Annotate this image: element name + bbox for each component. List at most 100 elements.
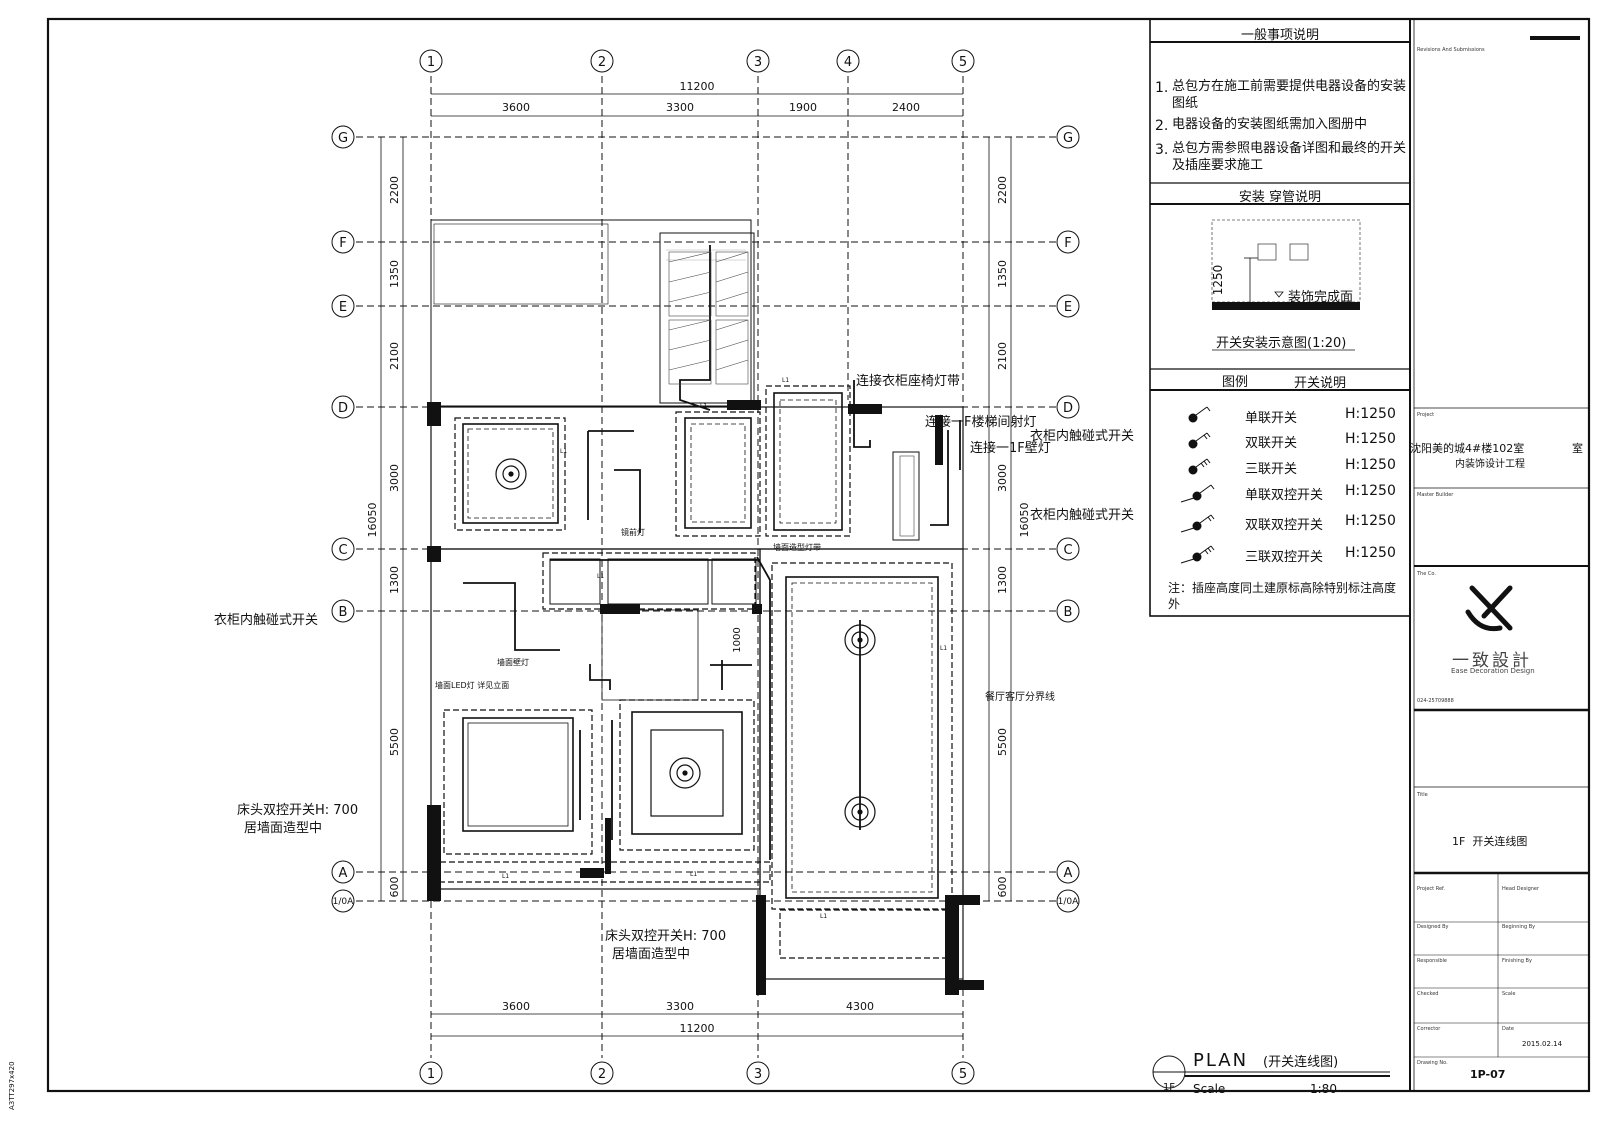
company-logo [1465, 585, 1513, 632]
plan-scale-value: 1:80 [1310, 1082, 1337, 1096]
axis-y-e-right: E [1064, 300, 1072, 315]
callout-wall-lamp-1f: 连接一1F壁灯 [970, 441, 1051, 456]
label-wall-strip: 墙面造型灯带 [773, 543, 821, 552]
callout-wardrobe-touch-2: 衣柜内触碰式开关 [1030, 508, 1135, 523]
axis-y-c: C [338, 543, 347, 558]
dim-right-7: 600 [996, 877, 1009, 898]
sheet-frame [46, 17, 1591, 1093]
dim-left-6: 5500 [388, 728, 401, 756]
l1-tag: L1 [597, 573, 604, 580]
callout-bedhead-1-line2: 居墙面造型中 [244, 821, 323, 836]
axis-x-1: 1 [427, 55, 435, 70]
legend-height-4: H:1250 [1345, 483, 1396, 499]
tb-logo-cn: 一致設計 [1452, 651, 1532, 671]
dim-top-total: 11200 [680, 80, 715, 93]
tb-master-builder: Master Builder [1417, 492, 1454, 498]
legend-name-3: 三联开关 [1245, 462, 1298, 477]
tb-the-co: The Co. [1417, 571, 1436, 577]
dim-right-6: 5500 [996, 728, 1009, 756]
tb-revisions: Revisions And Submissions [1417, 47, 1485, 53]
legend-name-4: 单联双控开关 [1245, 488, 1324, 503]
axis-x-2: 2 [598, 55, 606, 70]
axis-y-b-right: B [1064, 605, 1073, 620]
dim-bottom-1: 3600 [502, 1000, 530, 1013]
wall-solids [427, 400, 984, 995]
tb-finishing-by: Finishing By [1502, 958, 1532, 964]
axis-y-c-right: C [1063, 543, 1072, 558]
label-wall-sconce: 墙面壁灯 [497, 658, 529, 667]
axis-x-5-bottom: 5 [959, 1067, 967, 1082]
chandeliers [495, 458, 876, 828]
plan-scale-label: Scale [1193, 1082, 1225, 1096]
dim-right-3: 2100 [996, 342, 1009, 370]
tb-logo-en: Ease Decoration Design [1451, 667, 1535, 675]
dim-side-1000: 1000 [732, 627, 743, 652]
note-1-text: 总包方在施工前需要提供电器设备的安装图纸 [1172, 79, 1407, 111]
tb-title-label: Title [1417, 792, 1428, 798]
callout-dining-living-boundary: 餐厅客厅分界线 [985, 692, 1055, 703]
axis-x-4: 4 [844, 55, 852, 70]
note-3: 3. 总包方需参照电器设备详图和最终的开关及插座要求施工 [1155, 140, 1412, 174]
dim-left-1: 2200 [388, 176, 401, 204]
axis-y-g: G [338, 131, 348, 146]
tb-project-name: 沈阳美的城4#楼102室 [1410, 442, 1525, 455]
axis-x-2-bottom: 2 [598, 1067, 606, 1082]
note-2-text: 电器设备的安装图纸需加入图册中 [1172, 117, 1368, 132]
axis-y-1-0a: 1/0A [333, 897, 354, 907]
dim-right-total: 16050 [1018, 503, 1031, 538]
l1-tag: L1 [820, 913, 827, 920]
callout-bedhead-2-line2: 居墙面造型中 [612, 947, 691, 962]
axis-y-a: A [339, 866, 348, 881]
tb-designed-by: Designed By [1417, 924, 1449, 930]
legend-height-1: H:1250 [1345, 406, 1396, 422]
axis-x-5: 5 [959, 55, 967, 70]
axis-y-a-right: A [1064, 866, 1073, 881]
dim-right-1: 2200 [996, 176, 1009, 204]
tb-drawing-no: 1P-07 [1470, 1068, 1506, 1081]
hatch-areas [668, 251, 915, 537]
dim-right-4: 3000 [996, 464, 1009, 492]
tb-responsible: Responsible [1417, 958, 1447, 964]
axis-y-1-0a-right: 1/0A [1058, 897, 1079, 907]
l1-tag: L1 [502, 873, 509, 880]
legend-col2: 开关说明 [1293, 376, 1346, 391]
dim-left-2: 1350 [388, 260, 401, 288]
note-3-num: 3. [1155, 142, 1169, 158]
tb-scale-label: Scale [1502, 991, 1516, 997]
axis-bubbles [331, 49, 1080, 1085]
label-wall-led: 墙面LED灯 详见立面 [435, 681, 510, 690]
dim-left-4: 3000 [388, 464, 401, 492]
legend-name-2: 双联开关 [1245, 436, 1298, 451]
titleblock-grid [1414, 407, 1589, 1058]
floor-plan [430, 219, 964, 980]
corner-mark [1530, 36, 1580, 40]
tb-room-suffix: 室 [1572, 442, 1583, 455]
dim-right-2: 1350 [996, 260, 1009, 288]
tb-date: 2015.02.14 [1522, 1040, 1563, 1048]
label-mirror-lamp: 镜前灯 [621, 528, 645, 537]
dimension-lines [380, 93, 1012, 1037]
l1-tag: L1 [700, 403, 707, 410]
axis-y-g-right: G [1063, 131, 1073, 146]
wiring-runs [463, 245, 961, 860]
callout-wardrobe-touch-1: 衣柜内触碰式开关 [1030, 429, 1135, 444]
dim-bottom-total: 11200 [680, 1022, 715, 1035]
l1-tag: L1 [782, 377, 789, 384]
legend-note: 注：插座高度同土建原标高除特别标注高度外 [1168, 581, 1397, 611]
tb-drawing-no-label: Drawing No. [1417, 1060, 1448, 1066]
side-code: A3TT297x420 [8, 1061, 16, 1110]
legend-name-5: 双联双控开关 [1245, 518, 1324, 533]
axis-y-d: D [338, 401, 348, 416]
axis-y-b: B [339, 605, 348, 620]
callout-stair-spot: 连接一F楼梯间射灯 [925, 415, 1037, 430]
notes-title: 一般事项说明 [1240, 28, 1319, 43]
dim-left-total: 16050 [366, 503, 379, 538]
notes-panel [1149, 18, 1411, 617]
note-2: 2. 电器设备的安装图纸需加入图册中 [1155, 116, 1412, 134]
install-diagram [1211, 219, 1361, 351]
install-caption: 开关安装示意图(1:20) [1216, 336, 1347, 351]
wiring-loops [439, 385, 953, 959]
wire-tags: L1 L1 L1 L1 L1 L1 L1 L1 [502, 377, 947, 920]
dim-left-7: 600 [388, 877, 401, 898]
l1-tag: L1 [560, 448, 567, 455]
